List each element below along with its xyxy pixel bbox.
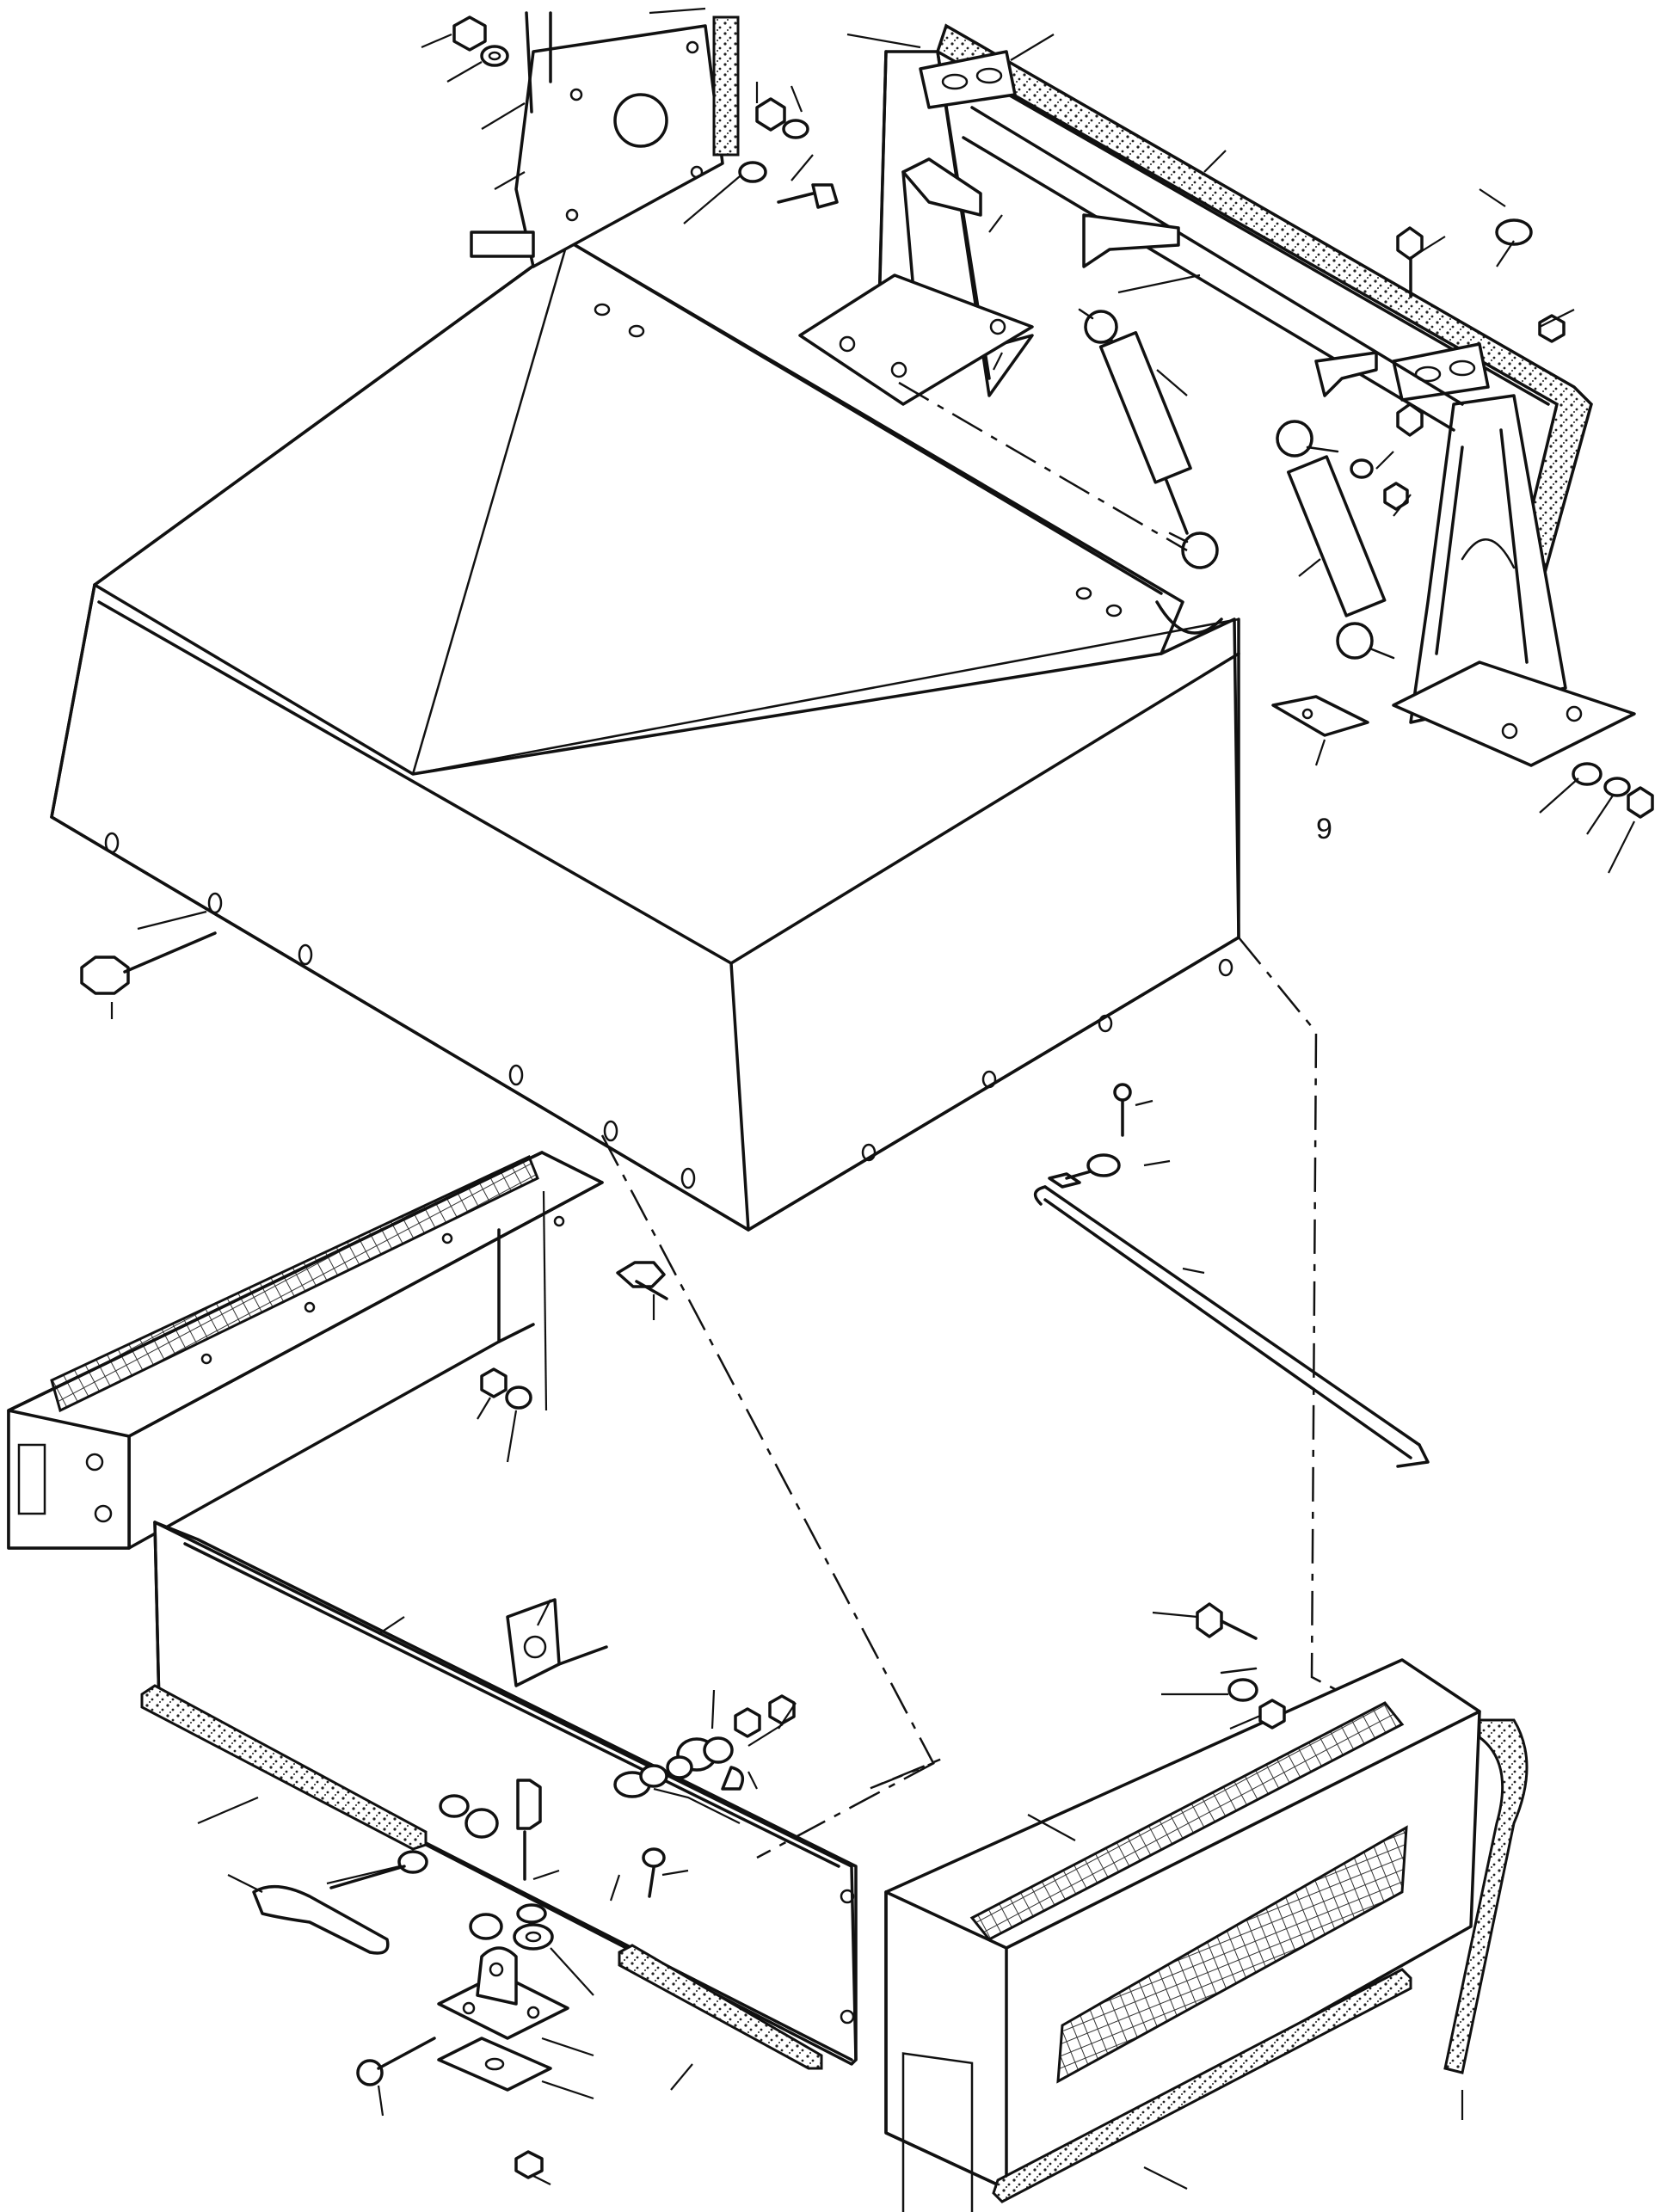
latch-assembly	[252, 1779, 666, 2179]
hardware-nut-washer-upper	[452, 15, 839, 209]
right-grille-panel	[884, 1658, 1481, 2212]
seal-strips-bottom	[140, 1684, 1412, 2203]
leader-lines-upper-right	[988, 34, 1635, 874]
left-grille-panel	[7, 1151, 604, 1550]
hood-holes	[104, 303, 1233, 1189]
leader-lines-latch	[227, 1865, 689, 2185]
hood-cover	[50, 239, 1240, 1232]
leader-lines-front-panel	[378, 1599, 797, 1824]
hardware-right	[1271, 218, 1654, 819]
gas-strut-left	[1078, 308, 1219, 569]
leader-lines-upper-left	[421, 7, 921, 224]
front-lower-panel	[153, 1521, 858, 2066]
mounting-plate	[470, 11, 740, 268]
hardware-middle	[477, 1190, 668, 1463]
diagram-mark-9: 9	[1316, 813, 1332, 845]
hood-support-frame	[798, 23, 1636, 767]
tie-rod	[1033, 1083, 1430, 1468]
corner-seal-strip	[1443, 1718, 1529, 2074]
leader-lines-lower-right	[1027, 1611, 1464, 2190]
gas-strut-right	[1276, 420, 1395, 660]
hardware-lower-right	[1196, 1602, 1286, 1730]
flange-bolt-left	[80, 910, 217, 1019]
